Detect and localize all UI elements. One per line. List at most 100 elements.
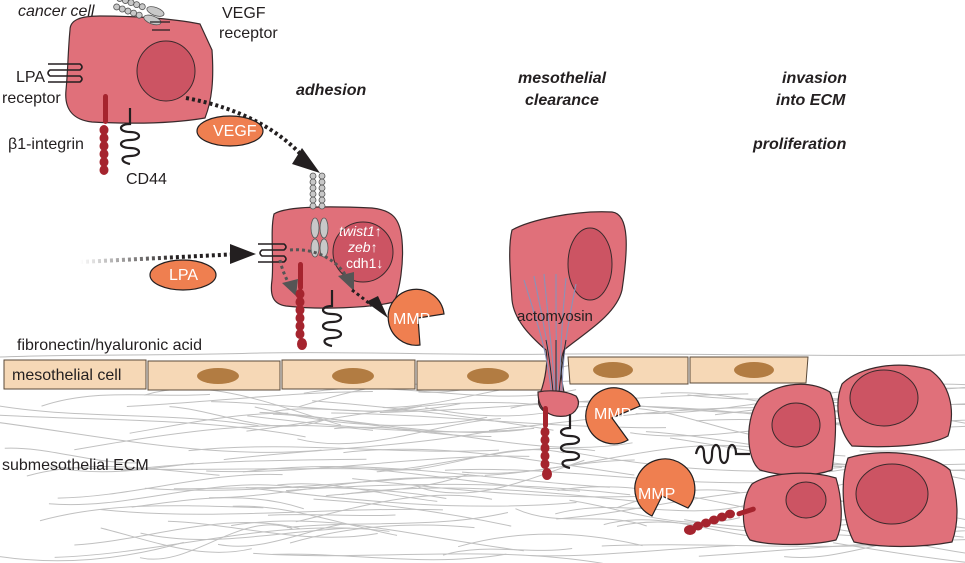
cancer-cell-clearance [509, 211, 627, 480]
lpa-factor-label: LPA [169, 267, 199, 284]
mesothelial-nucleus [467, 368, 509, 384]
ecm-fiber [286, 511, 509, 528]
cd44-label: CD44 [126, 171, 167, 188]
ecm-fiber [267, 514, 396, 517]
ecm-fiber [0, 405, 259, 427]
cd44-icon [119, 108, 141, 166]
stage-invasion-line1: invasion [782, 70, 847, 87]
cancer-cell-nucleus [567, 227, 613, 301]
mmp-factor [585, 387, 641, 445]
ecm-fiber [129, 412, 289, 434]
ecm-fiber [343, 448, 635, 476]
mmp-arrow [351, 288, 374, 308]
gene-zeb: zeb↑ [348, 239, 378, 255]
ecm-fiber [167, 520, 378, 538]
ecm-fiber [859, 449, 965, 452]
ecm-fiber [217, 523, 345, 547]
mmp-label: MMP [638, 486, 676, 503]
ecm-fiber [223, 429, 498, 461]
ecm-fiber [47, 466, 421, 471]
cancer-cell-adhesion [258, 172, 404, 350]
mmp-label: MMP [393, 311, 431, 328]
vegf-factor-label: VEGF [213, 123, 257, 140]
mesothelial-nucleus [197, 368, 239, 384]
ecm-fiber [247, 415, 535, 433]
ecm-fiber [232, 505, 398, 536]
mesothelial-nucleus [593, 362, 633, 378]
ecm-fiber [140, 527, 351, 540]
cancer-cell-cluster [684, 364, 958, 548]
mesothelial-cell-label: mesothelial cell [12, 367, 122, 384]
cancer-cell-nucleus [785, 481, 827, 519]
ecm-fiber [457, 533, 643, 548]
ecm-fiber [169, 406, 325, 427]
ecm-fiber [74, 522, 300, 546]
ecm-fiber [331, 412, 667, 429]
ecm-fiber [285, 483, 631, 496]
ecm-fiber [272, 553, 507, 561]
stage-adhesion: adhesion [296, 82, 367, 99]
actomyosin-label: actomyosin [517, 308, 593, 325]
ecm-fiber [139, 524, 293, 560]
vegf-receptor-label-2: receptor [219, 25, 278, 42]
cancer-cell-nucleus [136, 40, 196, 102]
ecm-fiber [272, 413, 525, 433]
ecm-fiber [313, 498, 512, 527]
ecm-fiber [120, 458, 367, 472]
b1-integrin-icon [99, 94, 109, 175]
b1-integrin-icon [684, 506, 756, 535]
signal-arrow [289, 248, 348, 277]
ecm-fiber [144, 475, 484, 491]
ecm-fiber [126, 390, 373, 407]
ecm-fiber [253, 552, 603, 563]
cancer-cell-nucleus [771, 402, 821, 448]
ecm-fiber [297, 417, 501, 445]
arrowhead-icon [282, 279, 298, 296]
b1-integrin-icon [295, 262, 307, 350]
ecm-fiber [74, 424, 374, 451]
ecm-fiber [245, 486, 577, 507]
ecm-fiber [325, 473, 469, 497]
ecm-fiber [57, 473, 283, 499]
vegf-receptor-label: VEGF [222, 5, 266, 22]
ecm-fiber [26, 466, 220, 477]
ecm-fiber [131, 497, 304, 510]
ecm-fiber [425, 407, 554, 417]
cancer-cell-nucleus [849, 369, 919, 427]
mmp-factor [634, 458, 696, 517]
fibronectin-label: fibronectin/hyaluronic acid [17, 337, 202, 354]
ecm-fiber [100, 508, 443, 515]
cancer-cell-initial [47, 0, 214, 175]
ecm-fiber [319, 466, 580, 492]
stage-proliferation: proliferation [753, 136, 847, 153]
vegf-receptor-icon [309, 172, 329, 258]
cd44-icon [559, 414, 581, 470]
ecm-fiber [39, 505, 264, 522]
mesothelial-nucleus [332, 368, 374, 384]
arrowhead-icon [230, 244, 256, 264]
cd44-icon [321, 290, 343, 348]
mmp-factor [387, 288, 445, 346]
ecm-fiber [41, 393, 211, 407]
ecm-fiber [488, 407, 768, 432]
lpa-arrow [79, 252, 241, 264]
ecm-fiber [833, 542, 965, 563]
ecm-fiber [528, 545, 736, 557]
mesothelial-layer [3, 356, 809, 391]
ecm-fiber [4, 447, 141, 464]
mesothelial-cell [3, 359, 147, 390]
ecm-fiber [173, 486, 447, 499]
arrowhead-icon [366, 296, 388, 318]
mmp-label: MMP [594, 406, 632, 423]
lpa-receptor-label-2: receptor [2, 90, 61, 107]
cancer-cell-nucleus [855, 463, 929, 525]
gene-cdh1: cdh1↓ [346, 255, 384, 271]
ecm-fiber [0, 541, 184, 562]
ecm-fiber [295, 494, 493, 523]
submesothelial-ecm-label: submesothelial ECM [2, 457, 149, 474]
stage-clearance-line1: mesothelial [518, 70, 607, 87]
ecm-fiber [54, 527, 390, 558]
cd44-icon [694, 443, 750, 465]
lpa-receptor-label: LPA [16, 69, 46, 86]
